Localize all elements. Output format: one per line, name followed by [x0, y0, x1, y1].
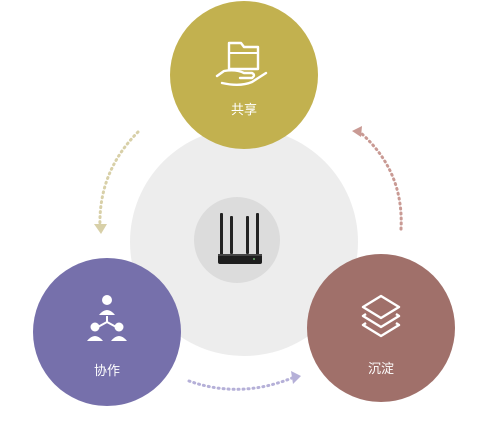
node-accumulate: 沉淀: [307, 254, 455, 402]
node-accumulate-label: 沉淀: [368, 362, 394, 377]
node-share-label: 共享: [231, 102, 257, 118]
arrow-accumulate-to-share: [360, 132, 403, 231]
people-network-icon: [87, 295, 127, 341]
node-collaborate-label: 协作: [94, 364, 120, 379]
node-share-circle: [170, 1, 318, 149]
node-collaborate-circle: [33, 258, 181, 406]
arrow-collaborate-to-accumulate: [187, 376, 294, 391]
node-collaborate: 协作: [33, 258, 181, 406]
node-share: 共享: [170, 1, 318, 149]
arrow-head-collaborate-to-accumulate: [291, 371, 301, 384]
layers-icon: [361, 294, 401, 338]
arrow-head-accumulate-to-share: [352, 126, 362, 137]
arrow-head-share-to-collaborate: [94, 224, 107, 234]
center-badge: [194, 197, 280, 283]
router-icon: [218, 213, 262, 264]
folder-hand-icon: [215, 41, 268, 86]
arrow-share-to-collaborate: [98, 130, 140, 230]
